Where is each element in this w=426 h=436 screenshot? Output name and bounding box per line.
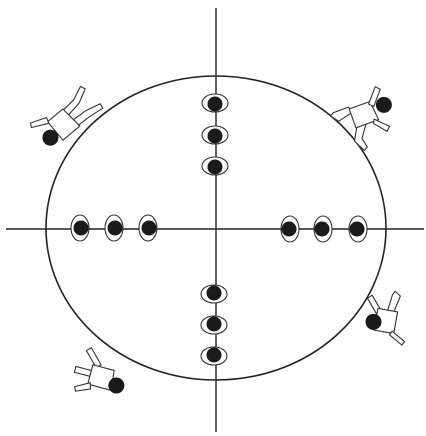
player-bottom-2 <box>201 316 227 334</box>
player-right-1 <box>281 216 299 242</box>
player-left-3 <box>139 215 157 241</box>
player-top-3 <box>202 157 228 175</box>
player-top-1 <box>202 94 228 112</box>
player-right-3 <box>349 216 367 242</box>
player-top-2 <box>202 126 228 144</box>
player-left-1 <box>71 215 89 241</box>
player-right-2 <box>314 216 332 242</box>
corner-figure-top-right <box>326 83 403 157</box>
corner-figure-bottom-left <box>70 345 132 403</box>
player-bottom-1 <box>201 285 227 303</box>
player-left-2 <box>105 215 123 241</box>
player-bottom-3 <box>201 347 227 365</box>
corner-figure-top-left <box>29 81 104 152</box>
